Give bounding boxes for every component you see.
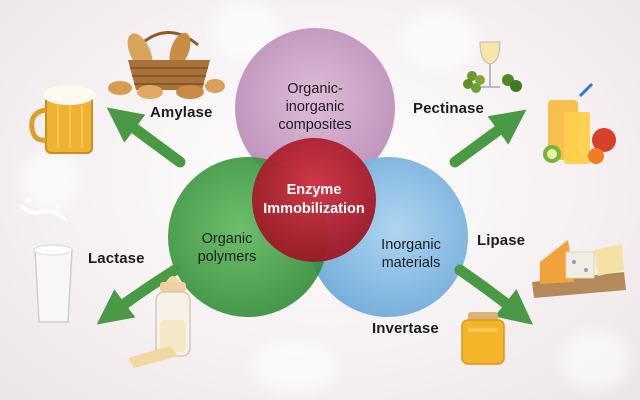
- center-line-2: Immobilization: [263, 201, 365, 217]
- label-invertase: Invertase: [372, 320, 439, 337]
- baby-bottle-icon: [128, 276, 191, 368]
- right-line-2: materials: [381, 255, 441, 271]
- left-line-1: Organic: [201, 231, 253, 247]
- circle-top-composites: [235, 28, 395, 188]
- circle-center-immobilization: [252, 138, 376, 262]
- label-right-inorganic: Inorganic materials: [356, 236, 466, 272]
- bokeh-light: [400, 10, 480, 70]
- left-line-2: polymers: [197, 249, 257, 265]
- honey-jar-icon: [461, 312, 505, 365]
- label-amylase: Amylase: [150, 104, 213, 121]
- bread-basket-icon: [108, 31, 225, 99]
- bokeh-light: [250, 340, 340, 395]
- cheese-board-icon: [532, 240, 626, 298]
- label-center-immobilization: Enzyme Immobilization: [244, 181, 384, 219]
- label-lipase: Lipase: [477, 232, 526, 249]
- bokeh-light: [560, 330, 630, 390]
- label-top-composites: Organic- inorganic composites: [255, 80, 375, 134]
- arrow-lipase: [454, 264, 533, 325]
- arrow-lactase: [96, 264, 181, 325]
- label-left-organic: Organic polymers: [172, 230, 282, 266]
- top-line-1: Organic-: [287, 81, 343, 97]
- milk-glass-icon: [18, 197, 73, 323]
- juice-fruit-icon: [543, 82, 616, 164]
- top-line-2: inorganic: [285, 99, 345, 115]
- label-lactase: Lactase: [88, 250, 145, 267]
- wine-grapes-icon: [463, 41, 522, 93]
- top-line-3: composites: [278, 117, 352, 133]
- beer-mug-icon: [29, 85, 95, 154]
- arrow-pectinase: [449, 109, 527, 168]
- right-line-1: Inorganic: [381, 237, 441, 253]
- center-line-1: Enzyme: [286, 182, 342, 198]
- label-pectinase: Pectinase: [413, 100, 484, 117]
- arrow-amylase: [106, 107, 186, 168]
